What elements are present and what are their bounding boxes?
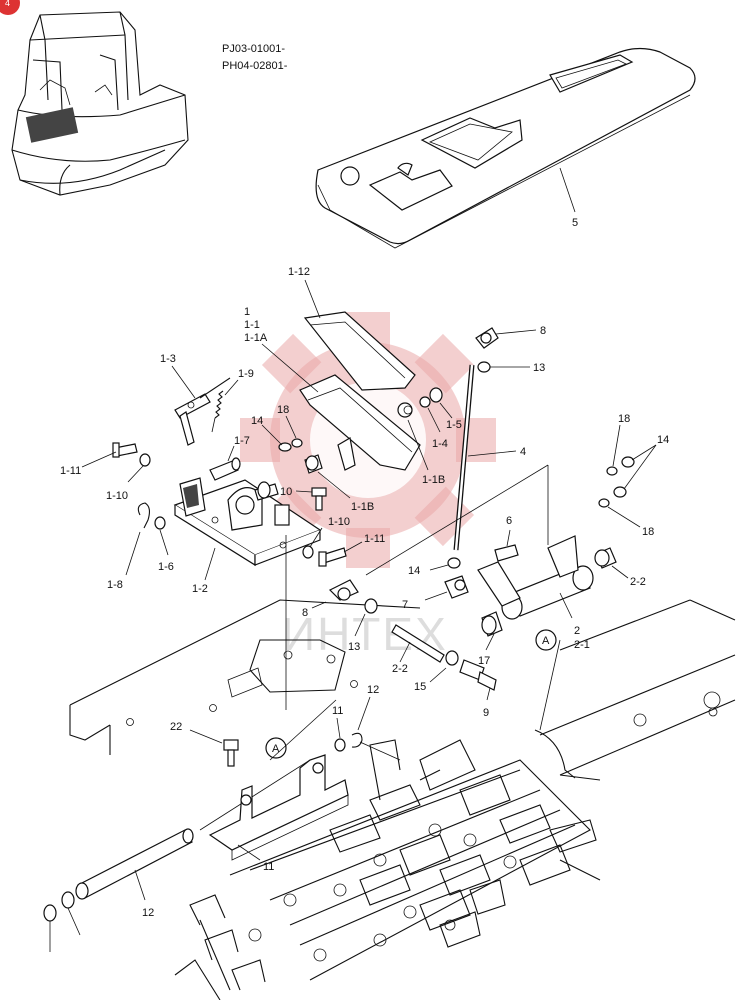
ref-circle-a1: A <box>535 629 557 651</box>
shaft-3 <box>75 828 194 900</box>
washer-1-10b <box>302 545 314 559</box>
nut-18a <box>291 438 303 448</box>
bolt-1-11a <box>112 442 138 458</box>
callout-10: 10 <box>280 486 292 498</box>
callout-1-7: 1-7 <box>234 435 250 447</box>
callout-1-5: 1-5 <box>446 419 462 431</box>
bolt-1-11b <box>318 547 347 567</box>
washer-1-10a <box>139 453 151 467</box>
nut-18b <box>606 466 618 476</box>
pin-with-cap <box>254 481 279 501</box>
callout-1-1B-b: 1-1B <box>351 501 374 513</box>
callout-1-11a: 1-11 <box>60 465 81 477</box>
callout-1-1B-a: 1-1B <box>422 474 445 486</box>
callout-12a: 12 <box>367 684 379 696</box>
washer-11b <box>61 891 75 909</box>
callout-14c: 14 <box>408 565 420 577</box>
callout-1-3: 1-3 <box>160 353 176 365</box>
callout-6: 6 <box>506 515 512 527</box>
pin-1-7 <box>209 457 241 481</box>
callout-5: 5 <box>572 217 578 229</box>
nut-14b-2 <box>613 486 627 498</box>
lever-plate <box>174 377 231 446</box>
callout-14a: 14 <box>251 415 263 427</box>
callout-1-10b: 1-10 <box>328 516 350 528</box>
callout-1-10a: 1-10 <box>106 490 128 502</box>
washer-1-6 <box>154 516 166 530</box>
control-valve-block <box>174 739 601 1001</box>
callout-2-2b: 17 <box>478 655 490 667</box>
circlip-12a <box>351 732 363 748</box>
stud-6 <box>494 544 519 562</box>
ref-a1-label: A <box>542 635 550 647</box>
bushing-1-1b <box>304 454 323 474</box>
pedal-assembly <box>299 311 431 471</box>
nut-18c <box>598 498 610 508</box>
callout-1-6: 1-6 <box>158 561 174 573</box>
cotter-pin-1-8 <box>137 502 151 529</box>
callout-14b: 14 <box>657 434 669 446</box>
callout-13a: 13 <box>533 362 545 374</box>
callout-1-11b: 1-11 <box>364 533 385 545</box>
callout-11a: 11 <box>332 705 343 717</box>
callout-2-2a: 2-2 <box>630 576 646 588</box>
callout-17: 2-2 <box>392 663 408 675</box>
callout-18c: 18 <box>642 526 654 538</box>
callout-21: 11 <box>263 861 274 873</box>
floor-cover-plate <box>315 47 696 249</box>
nut-14b-1 <box>621 456 635 468</box>
lower-bracket-21 <box>208 754 349 861</box>
callout-1-8: 1-8 <box>107 579 123 591</box>
callout-4: 4 <box>520 446 526 458</box>
serial-number-2: PH04-02801- <box>222 60 288 72</box>
ball-joint-7 <box>444 575 469 599</box>
callout-18a: 18 <box>277 404 289 416</box>
callout-1-4: 1-4 <box>432 438 448 450</box>
callout-1: 1 <box>244 306 250 318</box>
ref-a2-label: A <box>272 743 280 755</box>
nut-14c <box>447 557 461 569</box>
callout-1-12: 1-12 <box>288 266 310 278</box>
callout-22: 22 <box>170 721 182 733</box>
pedal-base-bracket <box>173 477 322 567</box>
callout-8b: 8 <box>302 607 308 619</box>
callout-15: 15 <box>414 681 426 693</box>
callout-2-1: 2-1 <box>574 639 590 651</box>
callout-13b: 13 <box>348 641 360 653</box>
circlip-12b <box>43 904 57 922</box>
ref-circle-a2: A <box>265 737 287 759</box>
callout-1-1A: 1-1A <box>244 332 268 344</box>
serial-number-1: PJ03-01001- <box>222 43 285 55</box>
corner-badge-text: 4 <box>5 0 10 8</box>
bolt-22 <box>223 739 239 767</box>
callout-1-9: 1-9 <box>238 368 254 380</box>
callout-18b: 18 <box>618 413 630 425</box>
bushing-2-2b <box>481 611 503 637</box>
callout-7: 7 <box>402 599 408 611</box>
o-ring-1-5 <box>429 387 443 403</box>
callout-1-2: 1-2 <box>192 583 208 595</box>
cross-shaft-2 <box>477 535 617 620</box>
callout-9: 9 <box>483 707 489 719</box>
link-rod-17 <box>328 579 497 691</box>
washer-11a <box>334 738 346 752</box>
machine-thumbnail <box>11 11 189 196</box>
callout-3: 12 <box>142 907 154 919</box>
callout-2: 2 <box>574 625 580 637</box>
callout-8a: 8 <box>540 325 546 337</box>
callout-1-1: 1-1 <box>244 319 260 331</box>
return-spring <box>211 390 224 433</box>
corner-badge: 4 <box>0 0 20 15</box>
